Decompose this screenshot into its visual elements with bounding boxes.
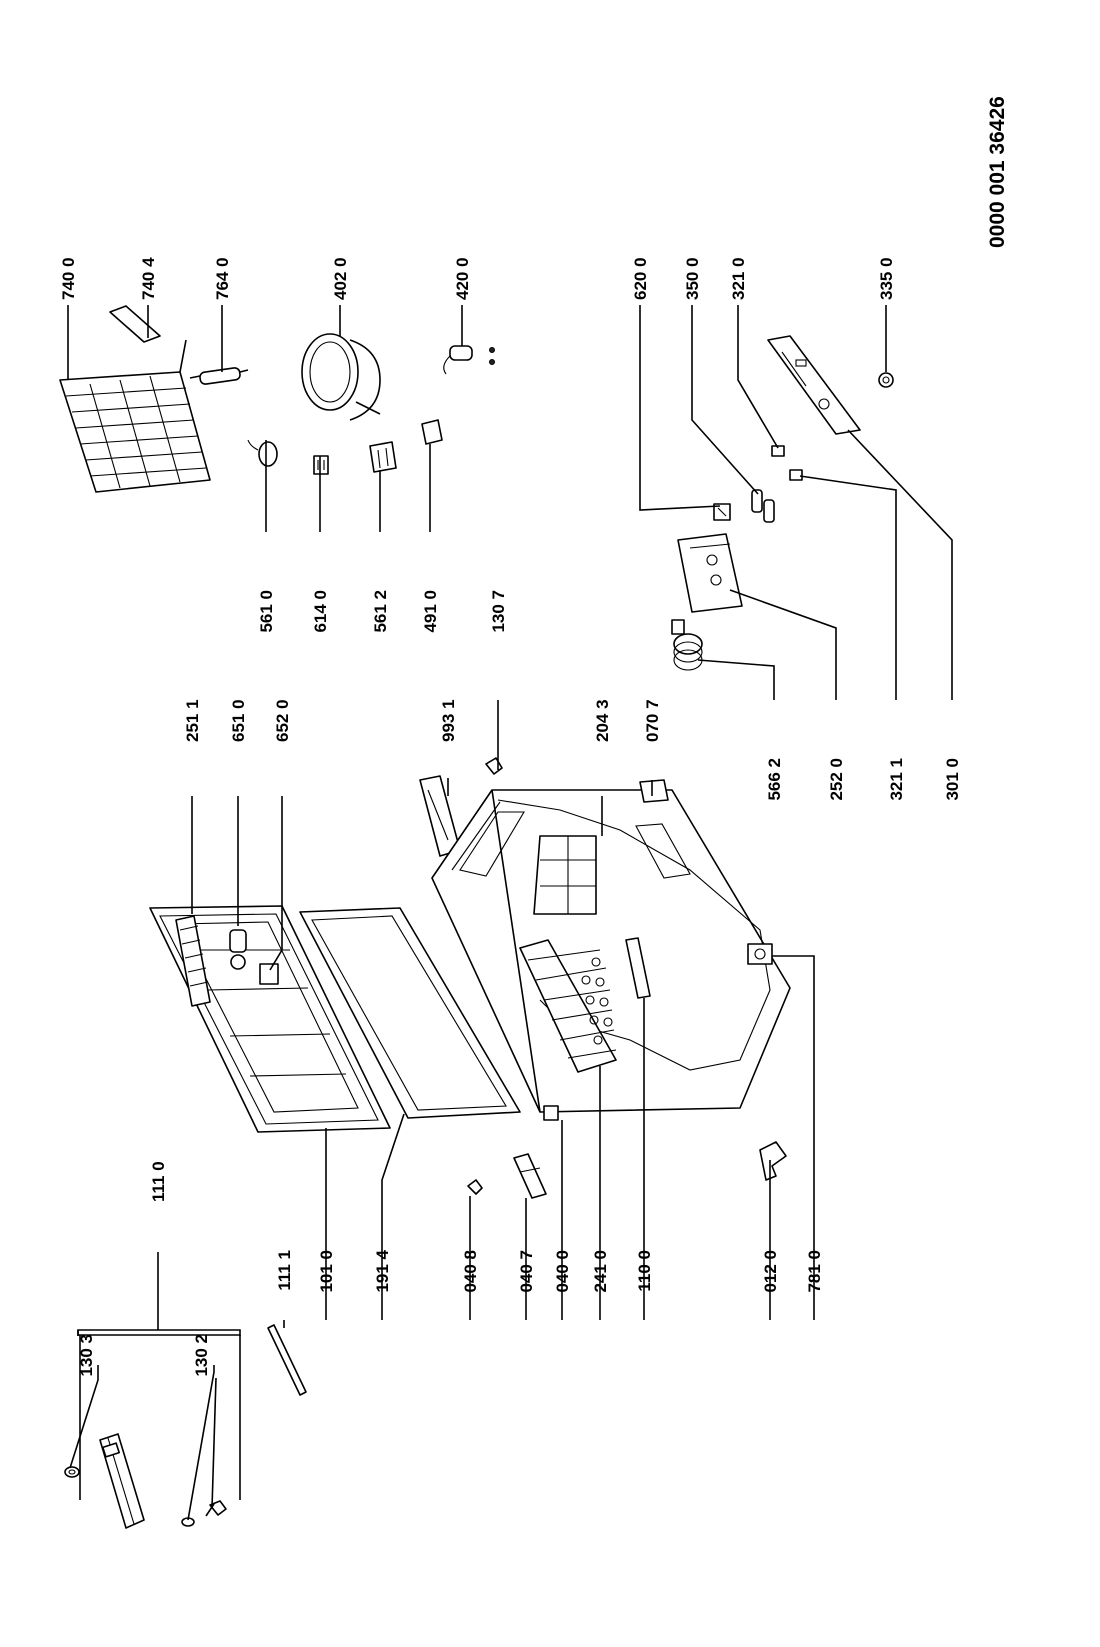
label-101-0: 101 0	[317, 1250, 336, 1293]
label-491-0: 491 0	[421, 590, 440, 633]
label-111-1: 111 1	[275, 1250, 294, 1291]
document-number: 0000 001 36426	[986, 96, 1009, 248]
label-110-0: 110 0	[635, 1250, 654, 1292]
label-251-1: 251 1	[183, 699, 202, 742]
part-764-0-drier-icon	[189, 367, 249, 385]
label-130-7: 130 7	[489, 590, 508, 633]
label-740-4: 740 4	[139, 257, 158, 300]
label-566-2: 566 2	[765, 758, 784, 801]
part-402-0-compressor-icon	[301, 333, 381, 421]
part-130-7-clip-icon	[485, 757, 503, 775]
part-740-4-clamp-icon	[109, 305, 161, 343]
label-620-0: 620 0	[631, 257, 650, 300]
label-993-1: 993 1	[439, 699, 458, 742]
label-040-0: 040 0	[553, 1250, 572, 1293]
label-252-0: 252 0	[827, 758, 846, 801]
part-321-1-piece-icon	[789, 469, 803, 481]
label-335-0: 335 0	[877, 257, 896, 300]
label-191-4: 191 4	[373, 1249, 392, 1292]
label-111-0: 111 0	[149, 1161, 168, 1202]
label-012-0: 012 0	[761, 1250, 780, 1293]
part-561-0-relay-icon	[247, 439, 278, 467]
part-111-1-strip-icon	[267, 1324, 307, 1396]
label-651-0: 651 0	[229, 699, 248, 742]
label-204-3: 204 3	[593, 699, 612, 742]
label-321-0: 321 0	[729, 257, 748, 300]
part-566-2-coil-icon	[671, 619, 703, 671]
leader-lines	[67, 305, 953, 1521]
label-350-0: 350 0	[683, 257, 702, 300]
part-040-8-hook-icon	[467, 1179, 483, 1195]
part-420-0-capacitor-icon	[443, 345, 495, 375]
part-740-0-condenser-icon	[59, 339, 211, 493]
label-130-2: 130 2	[192, 1334, 211, 1377]
part-350-0-lampholder-icon	[751, 489, 775, 523]
label-130-3: 130 3	[77, 1334, 96, 1377]
label-321-1: 321 1	[887, 758, 906, 801]
label-301-0: 301 0	[943, 758, 962, 801]
part-191-4-gasket-icon	[299, 907, 521, 1119]
part-252-0-housing-icon	[677, 533, 743, 613]
label-781-0: 781 0	[805, 1250, 824, 1293]
label-241-0: 241 0	[591, 1250, 610, 1293]
part-130-3-nut-icon	[64, 1466, 80, 1478]
part-040-7-bracket-icon	[513, 1153, 547, 1199]
part-561-2-protector-icon	[369, 441, 397, 473]
part-620-0-switch-icon	[713, 503, 731, 521]
part-321-0-piece-icon	[771, 445, 785, 457]
part-651-0-lamp-icon	[229, 929, 247, 970]
part-301-0-panel-icon	[767, 335, 861, 435]
label-420-0: 420 0	[453, 257, 472, 300]
label-652-0: 652 0	[273, 699, 292, 742]
label-402-0: 402 0	[331, 257, 350, 300]
label-040-7: 040 7	[517, 1250, 536, 1293]
cabinet-body-icon	[431, 779, 791, 1121]
part-993-1-strip-icon	[419, 775, 461, 857]
part-251-1-grille-icon	[175, 915, 211, 1007]
label-070-7: 070 7	[643, 699, 662, 742]
part-012-0-bracket-icon	[759, 1141, 787, 1181]
label-561-0: 561 0	[257, 590, 276, 633]
part-491-0-cover-icon	[421, 419, 443, 445]
part-labels: 130 3 130 2 111 1 101 0 191 4 040 8 040 …	[59, 257, 962, 1377]
label-614-0: 614 0	[311, 590, 330, 633]
label-764-0: 764 0	[213, 257, 232, 300]
part-335-0-knob-icon	[878, 372, 894, 388]
label-740-0: 740 0	[59, 257, 78, 300]
label-561-2: 561 2	[371, 590, 390, 633]
part-614-0-connector-icon	[313, 455, 329, 475]
label-040-8: 040 8	[461, 1250, 480, 1293]
lid-handle-icon	[99, 1433, 145, 1529]
